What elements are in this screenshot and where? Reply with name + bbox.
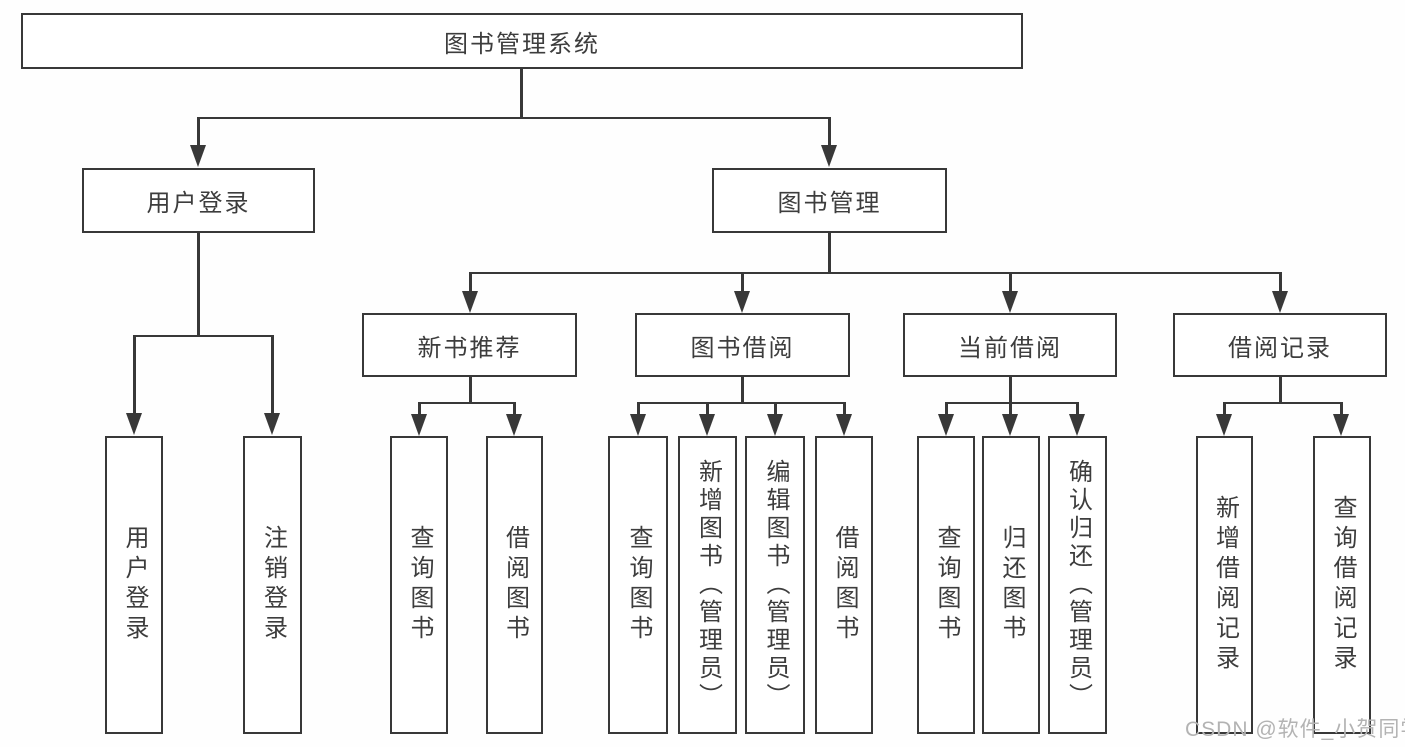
node-label: 查询借阅记录 [1329,495,1356,675]
connector-level2-hline [197,117,831,119]
arrow-down-icon [126,413,142,435]
node-label: 查询图书 [625,525,652,645]
arrow-down-icon [1002,414,1018,436]
connector-arrow-shaft [1009,402,1012,415]
node-label: 用户登录 [146,190,251,217]
connector-arrow-shaft [133,335,136,414]
connector-stub [1009,377,1012,404]
arrow-down-icon [1272,291,1288,313]
leaf-user-login: 用户登录 [105,436,163,734]
node-label: 借阅图书 [831,525,858,645]
connector-login-stub [197,233,200,337]
node-label: 查询图书 [406,525,433,645]
arrow-down-icon [190,145,206,167]
node-label: 借阅图书 [501,525,529,645]
connector-arrow-shaft [1279,272,1282,292]
connector-hline [637,402,845,404]
arrow-down-icon [1069,414,1085,436]
leaf-query-books-3: 查询图书 [917,436,975,734]
connector-arrow-shaft [741,272,744,292]
connector-arrow-shaft [774,402,777,415]
arrow-down-icon [938,414,954,436]
arrow-down-icon [1333,414,1349,436]
leaf-add-book-admin: 新增图书（管理员） [678,436,737,734]
node-label: 借阅记录 [1228,334,1332,362]
node-user-login: 用户登录 [82,168,315,233]
arrow-down-icon [767,414,783,436]
connector-stub [741,377,744,404]
leaf-edit-book-admin: 编辑图书（管理员） [745,436,805,734]
connector-mgmt-stub [828,233,831,274]
node-label: 图书借阅 [690,334,795,362]
connector-arrow-shaft [513,402,516,415]
connector-level3-hline [469,272,1281,274]
leaf-confirm-return-admin: 确认归还（管理员） [1048,436,1107,734]
connector-hline [418,402,516,404]
node-book-management: 图书管理 [712,168,947,233]
csdn-watermark: CSDN @软件_小贺同学 [1185,718,1405,741]
node-root: 图书管理系统 [21,13,1023,69]
leaf-add-borrow-record: 新增借阅记录 [1196,436,1253,734]
node-label: 注销登录 [259,525,287,645]
connector-arrow-shaft [1076,402,1079,415]
connector-arrow-shaft [706,402,709,415]
arrow-down-icon [1002,291,1018,313]
connector-arrow-shaft [1009,272,1012,292]
node-current-borrow: 当前借阅 [903,313,1117,377]
arrow-down-icon [836,414,852,436]
node-label: 当前借阅 [958,334,1062,362]
node-label: 新增借阅记录 [1211,495,1239,675]
connector-arrow-shaft [1340,402,1343,415]
arrow-down-icon [699,414,715,436]
leaf-logout: 注销登录 [243,436,302,734]
node-label: 用户登录 [121,525,148,645]
leaf-query-books-1: 查询图书 [390,436,448,734]
node-borrow-records: 借阅记录 [1173,313,1387,377]
node-label: 确认归还（管理员） [1064,459,1092,711]
node-label: 新书推荐 [417,334,522,362]
arrow-down-icon [821,145,837,167]
leaf-query-books-2: 查询图书 [608,436,668,734]
leaf-return-books: 归还图书 [982,436,1040,734]
node-new-book-recommend: 新书推荐 [362,313,577,377]
connector-arrow-shaft [1223,402,1226,415]
connector-arrow-shaft [945,402,948,415]
leaf-borrow-books-2: 借阅图书 [815,436,873,734]
arrow-down-icon [462,291,478,313]
arrow-down-icon [734,291,750,313]
node-label: 编辑图书（管理员） [762,459,789,711]
node-label: 查询图书 [933,525,960,645]
connector-login-hline [133,335,274,337]
connector-arrow-shaft [418,402,421,415]
arrow-down-icon [506,414,522,436]
arrow-down-icon [1216,414,1232,436]
arrow-down-icon [264,413,280,435]
node-label: 归还图书 [998,525,1025,645]
node-label: 新增图书（管理员） [694,459,722,711]
connector-arrow-shaft [828,117,831,147]
connector-stub [1279,377,1282,404]
node-label: 图书管理 [777,190,882,217]
node-book-borrow: 图书借阅 [635,313,850,377]
connector-hline [1223,402,1343,404]
connector-arrow-shaft [197,117,200,147]
arrow-down-icon [411,414,427,436]
connector-arrow-shaft [843,402,846,415]
connector-arrow-shaft [469,272,472,292]
leaf-query-borrow-record: 查询借阅记录 [1313,436,1371,734]
node-label: 图书管理系统 [444,30,600,58]
leaf-borrow-books-1: 借阅图书 [486,436,543,734]
connector-stub [469,377,472,404]
connector-arrow-shaft [271,335,274,414]
connector-root-stub [520,69,523,119]
connector-arrow-shaft [637,402,640,415]
arrow-down-icon [630,414,646,436]
